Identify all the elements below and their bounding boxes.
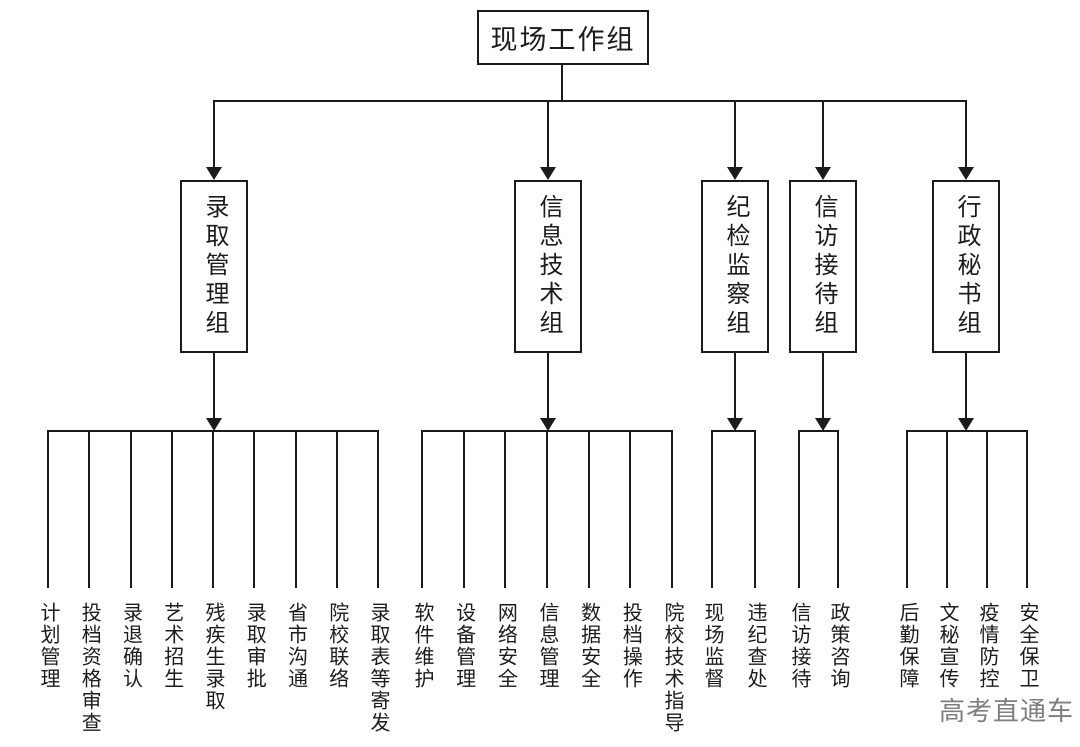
leaf-line	[1026, 430, 1028, 588]
group-3-bracket-arrow-down-icon	[727, 418, 743, 431]
leaf-line	[671, 430, 673, 588]
root-stem-line	[561, 65, 563, 102]
group-1-inbound-line	[213, 100, 215, 168]
leaf-label: 院校联络	[325, 602, 348, 690]
group-label-1: 录取管理组	[201, 194, 227, 339]
group-2-bracket-arrow-down-icon	[540, 418, 556, 431]
group-2-inbound-line	[547, 100, 549, 168]
leaf-label: 残疾生录取	[202, 602, 224, 712]
group-1-bracket-arrow-down-icon	[206, 418, 222, 431]
top-distribution-line	[213, 100, 967, 102]
leaf-line	[546, 430, 548, 588]
group-5-inbound-line	[965, 100, 967, 168]
leaf-label: 违纪查处	[744, 602, 766, 690]
group-box-5: 行政秘书组	[932, 180, 1000, 353]
group-4-inbound-line	[822, 100, 824, 168]
leaf-label: 艺术招生	[160, 602, 183, 690]
group-5-outbound-line	[965, 353, 967, 418]
leaf-label: 计划管理	[37, 602, 59, 690]
group-3-inbound-line	[734, 100, 736, 168]
group-label-3: 纪检监察组	[722, 194, 748, 339]
group-4-bracket-arrow-down-icon	[815, 418, 831, 431]
leaf-line	[294, 430, 297, 588]
leaf-label: 省市沟通	[284, 602, 307, 690]
leaf-label: 投档资格审查	[78, 602, 101, 734]
group-4-outbound-line	[822, 353, 824, 418]
leaf-label: 网络安全	[494, 602, 517, 690]
group-3-bracket-line	[711, 430, 756, 432]
leaf-label: 设备管理	[452, 602, 475, 690]
group-3-arrow-down-icon	[727, 167, 743, 180]
group-1-outbound-line	[213, 353, 215, 418]
leaf-label: 录取表等寄发	[367, 602, 389, 734]
leaf-line	[837, 430, 839, 588]
leaf-label: 现场监督	[701, 602, 723, 690]
leaf-label: 投档操作	[619, 602, 642, 690]
leaf-line	[587, 430, 590, 588]
leaf-line	[377, 430, 379, 588]
leaf-line	[129, 430, 132, 588]
leaf-line	[798, 430, 800, 588]
leaf-line	[754, 430, 756, 588]
leaf-label: 安全保卫	[1016, 602, 1038, 690]
leaf-label: 院校技术指导	[661, 602, 683, 734]
leaf-line	[629, 430, 632, 588]
group-4-bracket-line	[798, 430, 839, 432]
group-2-outbound-line	[547, 353, 549, 418]
group-2-arrow-down-icon	[540, 167, 556, 180]
watermark-text: 高考直通车	[939, 697, 1075, 726]
root-box: 现场工作组	[477, 10, 649, 65]
leaf-label: 录退确认	[119, 602, 142, 690]
group-5-bracket-line	[906, 430, 1028, 432]
leaf-line	[906, 430, 908, 588]
leaf-line	[335, 430, 338, 588]
leaf-line	[504, 430, 507, 588]
leaf-label: 信访接待	[788, 602, 810, 690]
leaf-label: 数据安全	[577, 602, 600, 690]
group-box-3: 纪检监察组	[701, 180, 769, 353]
group-box-1: 录取管理组	[180, 180, 248, 353]
group-5-bracket-arrow-down-icon	[958, 418, 974, 431]
leaf-line	[88, 430, 91, 588]
group-label-2: 信息技术组	[535, 194, 561, 339]
leaf-label: 后勤保障	[896, 602, 918, 690]
leaf-label: 录取审批	[243, 602, 266, 690]
leaf-line	[253, 430, 256, 588]
group-label-4: 信访接待组	[810, 194, 836, 339]
leaf-line	[170, 430, 173, 588]
leaf-line	[462, 430, 465, 588]
leaf-label: 政策咨询	[827, 602, 849, 690]
group-box-4: 信访接待组	[789, 180, 857, 353]
leaf-label: 软件维护	[411, 602, 433, 690]
leaf-label: 信息管理	[536, 602, 558, 690]
leaf-line	[47, 430, 49, 588]
group-3-outbound-line	[734, 353, 736, 418]
group-1-arrow-down-icon	[206, 167, 222, 180]
group-4-arrow-down-icon	[815, 167, 831, 180]
leaf-label: 疫情防控	[976, 602, 998, 690]
group-label-5: 行政秘书组	[953, 194, 979, 339]
group-5-arrow-down-icon	[958, 167, 974, 180]
leaf-line	[946, 430, 948, 588]
group-box-2: 信息技术组	[514, 180, 582, 353]
leaf-line	[711, 430, 713, 588]
leaf-line	[421, 430, 423, 588]
root-label: 现场工作组	[490, 25, 636, 55]
leaf-label: 文秘宣传	[936, 602, 958, 690]
leaf-line	[986, 430, 988, 588]
leaf-line	[212, 430, 214, 588]
